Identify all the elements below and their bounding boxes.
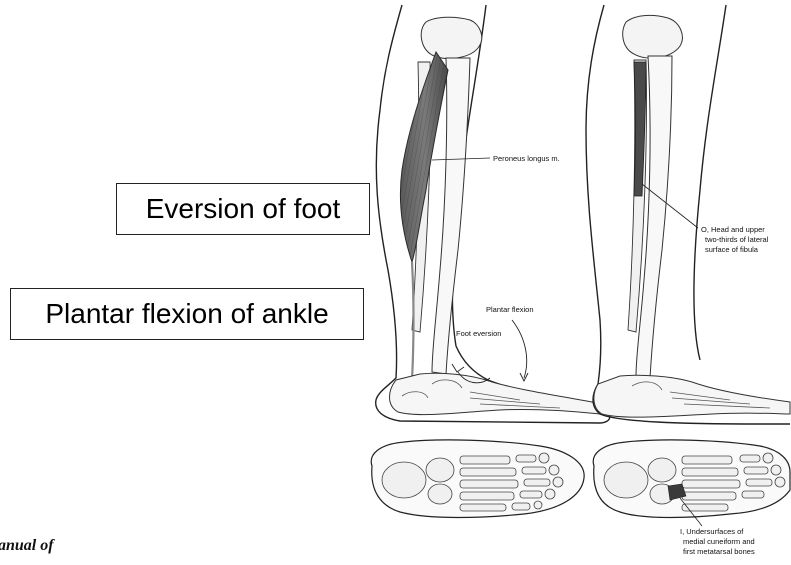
insertion-annotation-line3: first metatarsal bones (683, 547, 755, 556)
right-leg (586, 5, 790, 424)
right-foot-bones (594, 375, 790, 417)
insertion-annotation-line1: I, Undersurfaces of (680, 527, 744, 536)
peroneus-longus-annotation: Peroneus longus m. (493, 154, 560, 163)
origin-annotation-line3: surface of fibula (705, 245, 759, 254)
right-sole-view (593, 440, 790, 526)
left-sole-view (371, 440, 584, 518)
left-knee (421, 17, 482, 58)
left-foot-bones (390, 373, 603, 414)
right-knee (623, 15, 683, 58)
right-leg-outline (586, 5, 790, 424)
insertion-annotation-line2: medial cuneiform and (683, 537, 755, 546)
left-leg (376, 5, 610, 423)
foot-eversion-annotation: Foot eversion (456, 329, 501, 338)
origin-annotation-line1: O, Head and upper (701, 225, 765, 234)
plantar-flexion-annotation: Plantar flexion (486, 305, 534, 314)
origin-annotation-line2: two-thirds of lateral (705, 235, 769, 244)
plantar-flexion-arrow (512, 320, 527, 378)
